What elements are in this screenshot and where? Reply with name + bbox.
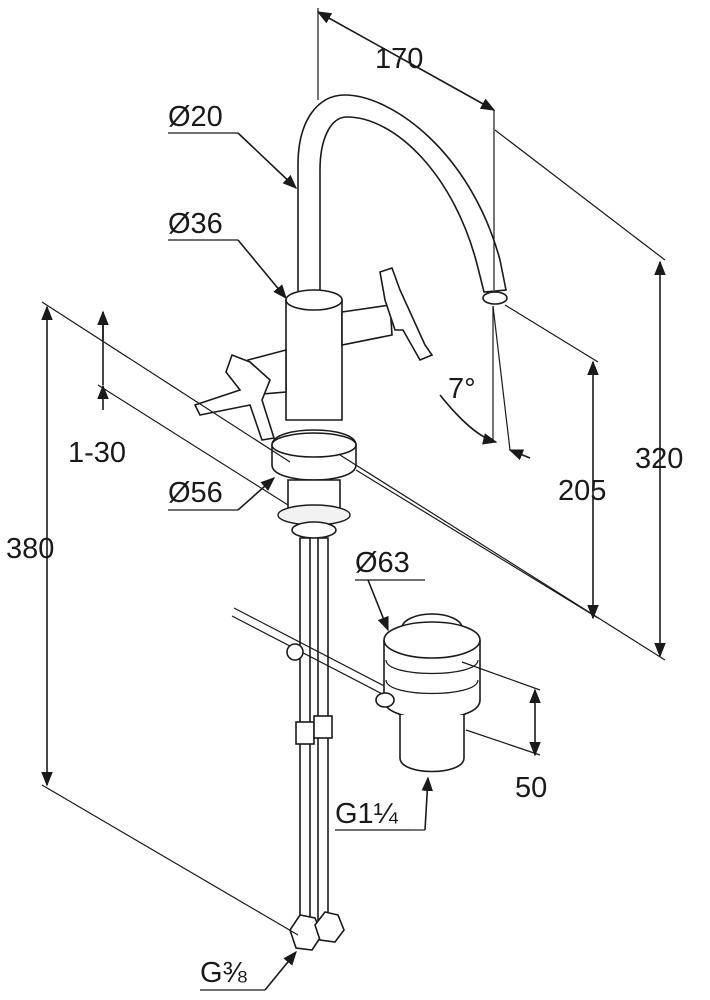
dim-waste-height: 50 xyxy=(515,772,547,804)
dim-angle: 7° xyxy=(448,373,476,405)
dimension-lines xyxy=(41,8,666,991)
dimension-labels: 170 Ø20 Ø36 7° 1-30 Ø56 380 205 320 Ø63 … xyxy=(6,43,683,989)
dim-waste-thread: G1¼ xyxy=(335,798,399,830)
dim-waste-diameter: Ø63 xyxy=(355,547,410,579)
dim-body-diameter: Ø36 xyxy=(168,208,223,240)
dim-spout-height: 205 xyxy=(558,475,606,507)
dim-clamping-range: 1-30 xyxy=(68,437,126,469)
dim-total-height: 380 xyxy=(6,533,54,565)
faucet-body xyxy=(193,94,508,951)
dim-supply-thread: G⅜ xyxy=(200,957,248,989)
dim-spout-diameter: Ø20 xyxy=(168,101,223,133)
dim-base-diameter: Ø56 xyxy=(168,477,223,509)
dim-spout-reach: 170 xyxy=(375,43,423,75)
dim-overall-height: 320 xyxy=(635,443,683,475)
